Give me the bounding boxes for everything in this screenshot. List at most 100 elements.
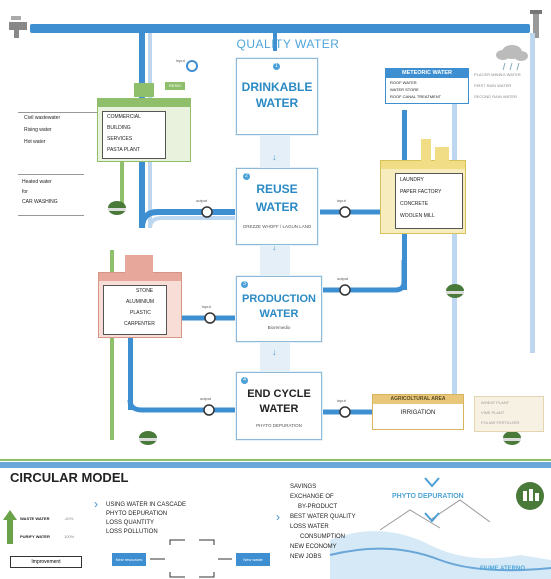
- factory-item: CONCRETE: [400, 201, 429, 207]
- benefit-item: EXCHANGE OF: [290, 494, 334, 500]
- factory-item: LAUNDRY: [400, 177, 424, 183]
- svg-text:↓: ↓: [272, 152, 277, 162]
- resid-tag: RESID: [165, 82, 185, 90]
- benefit-item: NEW JOBS: [290, 554, 322, 560]
- stage-production-water[interactable]: 3 PRODUCTION WATER Bioremedio: [236, 276, 322, 342]
- stage-end-cycle-water[interactable]: 4 END CYCLE WATER PHYTO DEPURATION: [236, 372, 322, 440]
- legend-value: 100%: [64, 534, 75, 539]
- input-label: input: [337, 198, 346, 203]
- factories-left-list: STONE ALUMINIUM PLASTIC CARPENTER: [103, 285, 167, 335]
- stage-title-line2: WATER: [255, 96, 299, 110]
- legend-label: WASTE WATER: [20, 516, 50, 521]
- stage-drinkable-water[interactable]: 1 DRINKABLE WATER: [236, 58, 318, 135]
- commercial-item: BUILDING: [107, 125, 131, 131]
- svg-text:↓: ↓: [272, 242, 277, 252]
- meter-icon: [204, 312, 216, 324]
- legend-value: -40%: [64, 516, 74, 521]
- phyto-depuration-label: PHYTO DEPURATION: [392, 493, 464, 500]
- meter-icon: [201, 206, 213, 218]
- benefit-item: BEST WATER QUALITY: [290, 514, 356, 520]
- benefit-item: LOSS WATER: [290, 524, 329, 530]
- commercial-building[interactable]: COMMERCIAL BUILDING SERVICES PASTA PLANT: [97, 83, 191, 162]
- meteoric-side-item: SECOND RAIN WATER: [474, 94, 517, 99]
- page-title: QUALITY WATER: [236, 37, 340, 51]
- circular-bullets: USING WATER IN CASCADE PHYTO DEPURATION …: [106, 502, 256, 542]
- recycle-bottle-icon: [516, 482, 544, 510]
- source-item: Civil wastewater: [24, 115, 61, 121]
- improvement-badge: Improvement: [10, 556, 82, 568]
- meter-icon: [339, 206, 351, 218]
- flow-new-waste: New waste: [243, 557, 263, 562]
- bullet-item: USING WATER IN CASCADE: [106, 502, 187, 508]
- svg-text:↓: ↓: [272, 347, 277, 357]
- stage-reuse-water[interactable]: 2 REUSE WATER GREZZE WHOFF / LAGUN LAND: [236, 168, 318, 245]
- source-item: Rising water: [24, 127, 52, 133]
- meter-icon: [203, 404, 215, 416]
- tap-icon: [530, 10, 542, 38]
- chevron-down-icon: [424, 512, 440, 523]
- meteoric-title: METEORIC WATER: [386, 69, 468, 78]
- commercial-item: COMMERCIAL: [107, 114, 141, 120]
- ground-marker-icon: [446, 284, 464, 298]
- agri-side-item: WHEAT PLANT: [481, 400, 510, 405]
- chevron-down-icon: [424, 477, 440, 488]
- benefit-item: SAVINGS: [290, 484, 317, 490]
- meteoric-water-box[interactable]: METEORIC WATER ROOF WATER WATER STORE RO…: [385, 68, 469, 104]
- stage-subtitle: PHYTO DEPURATION: [256, 423, 302, 428]
- benefit-item: NEW ECONOMY: [290, 544, 337, 550]
- stage-number: 4: [241, 377, 248, 384]
- stage-number: 1: [273, 63, 280, 70]
- output-label: output: [200, 396, 212, 401]
- input-label: input: [337, 398, 346, 403]
- stage-number: 2: [243, 173, 250, 180]
- agricultural-area[interactable]: AGRICOLTURAL AREA IRRIGATION: [372, 394, 464, 430]
- commercial-list: COMMERCIAL BUILDING SERVICES PASTA PLANT: [102, 111, 166, 159]
- factory-item: STONE: [136, 288, 154, 294]
- meteoric-row: WATER STORE: [390, 87, 419, 92]
- meteoric-side: PLACER MINING WATER FIRST RAIN WATER SEC…: [472, 68, 542, 102]
- agri-side: WHEAT PLANT VINE PLANT FOLIAR FERTILIZER: [474, 396, 544, 432]
- legend-label: PURIFY WATER: [20, 534, 50, 539]
- meteoric-side-item: FIRST RAIN WATER: [474, 83, 512, 88]
- stage-title-line2: WATER: [259, 403, 299, 415]
- factory-item: PAPER FACTORY: [400, 189, 442, 195]
- chevron-right-icon: ›: [94, 497, 98, 511]
- flow-new-resources: New resources: [115, 557, 143, 562]
- stage-title-line2: WATER: [259, 308, 299, 320]
- cloud-icon: [496, 45, 528, 71]
- meteoric-row: ROOF CANAL TREATMENT: [390, 94, 442, 99]
- heated-line: for: [22, 189, 28, 195]
- stage-title-line2: WATER: [255, 200, 299, 214]
- heated-line: Heated water: [22, 179, 52, 185]
- commercial-item: SERVICES: [107, 136, 133, 142]
- bullet-item: PHYTO DEPURATION: [106, 511, 168, 517]
- output-label: output: [196, 198, 208, 203]
- stage-title-line1: DRINKABLE: [241, 80, 313, 94]
- ground-marker-icon: [139, 431, 157, 445]
- factories-right-list: LAUNDRY PAPER FACTORY CONCRETE WOOLEN MI…: [395, 173, 463, 229]
- factory-item: CARPENTER: [124, 321, 155, 327]
- ground-marker-icon: [503, 431, 521, 445]
- input-label: input: [202, 304, 211, 309]
- meteoric-side-item: PLACER MINING WATER: [474, 72, 521, 77]
- sources-list: Civil wastewater Rising water Hot water: [18, 112, 98, 153]
- benefits-list: SAVINGS EXCHANGE OF BY-PRODUCT BEST WATE…: [290, 484, 400, 576]
- circular-model-title: CIRCULAR MODEL: [10, 470, 129, 485]
- heated-line: CAR WASHING: [22, 199, 58, 205]
- commercial-item: PASTA PLANT: [107, 147, 140, 153]
- heated-water-note: Heated water for CAR WASHING: [18, 174, 84, 216]
- river-label: FIUME ATERNO: [480, 566, 525, 572]
- river-shape: [330, 531, 551, 579]
- factories-right[interactable]: LAUNDRY PAPER FACTORY CONCRETE WOOLEN MI…: [380, 139, 466, 234]
- bullet-item: LOSS POLLUTION: [106, 529, 158, 535]
- output-label: output: [337, 276, 349, 281]
- stage-subtitle: GREZZE WHOFF / LAGUN LAND: [242, 224, 312, 229]
- agri-title: AGRICOLTURAL AREA: [373, 395, 463, 404]
- factories-left[interactable]: STONE ALUMINIUM PLASTIC CARPENTER: [98, 255, 182, 338]
- meter-icon: [186, 60, 198, 72]
- agri-label: IRRIGATION: [400, 410, 436, 416]
- factory-item: WOOLEN MILL: [400, 213, 435, 219]
- meteoric-row: ROOF WATER: [390, 80, 417, 85]
- stage-title-line1: REUSE: [256, 182, 298, 196]
